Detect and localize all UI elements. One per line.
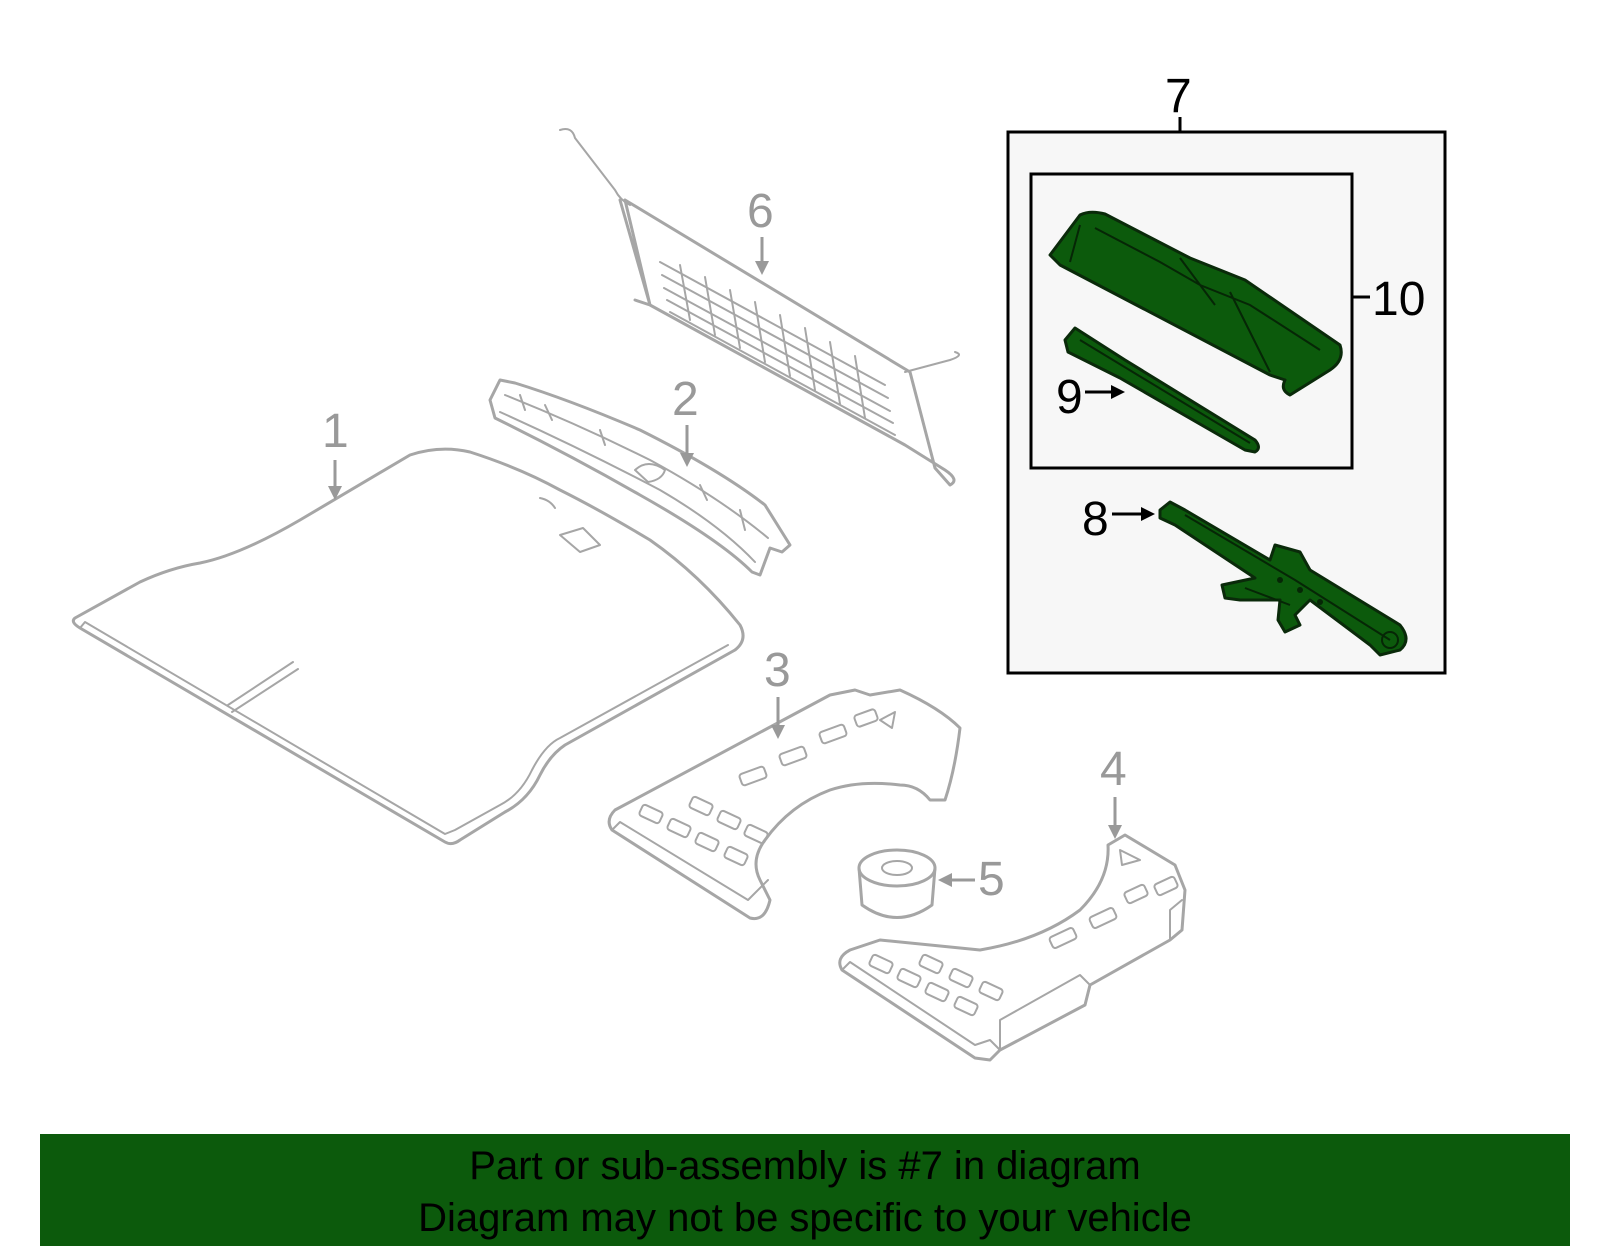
part-8-scissor-jack[interactable] [1158, 500, 1408, 657]
callout-2: 2 [672, 373, 699, 467]
svg-text:1: 1 [322, 405, 349, 458]
svg-text:3: 3 [764, 644, 791, 697]
svg-text:7: 7 [1165, 70, 1192, 123]
callout-9: 9 [1056, 371, 1125, 424]
callout-4: 4 [1100, 743, 1127, 839]
svg-text:5: 5 [978, 853, 1005, 906]
part-10-tool-bag[interactable] [1048, 210, 1343, 397]
part-3-tire-carrier[interactable] [607, 688, 962, 921]
callout-3: 3 [764, 644, 791, 739]
svg-text:4: 4 [1100, 743, 1127, 796]
callout-6: 6 [747, 185, 774, 275]
banner-line-1: Part or sub-assembly is #7 in diagram [469, 1144, 1141, 1188]
svg-text:8: 8 [1082, 493, 1109, 546]
part-9-wrench[interactable] [1063, 326, 1260, 454]
svg-text:10: 10 [1372, 273, 1425, 326]
callout-5: 5 [938, 853, 1005, 906]
callout-10: 10 [1372, 273, 1425, 326]
info-banner: Part or sub-assembly is #7 in diagram Di… [40, 1134, 1570, 1246]
part-1-trunk-mat[interactable] [71, 447, 745, 846]
callout-1: 1 [322, 405, 349, 500]
callout-7: 7 [1165, 70, 1192, 123]
part-4-tire-carrier[interactable] [838, 833, 1187, 1062]
callout-8: 8 [1082, 493, 1155, 546]
svg-text:9: 9 [1056, 371, 1083, 424]
banner-line-2: Diagram may not be specific to your vehi… [418, 1196, 1192, 1240]
svg-text:2: 2 [672, 373, 699, 426]
part-2-sill-trim[interactable] [488, 378, 792, 577]
part-5-spacer[interactable] [857, 848, 937, 919]
part-6-cargo-net[interactable] [559, 128, 960, 487]
svg-text:6: 6 [747, 185, 774, 238]
